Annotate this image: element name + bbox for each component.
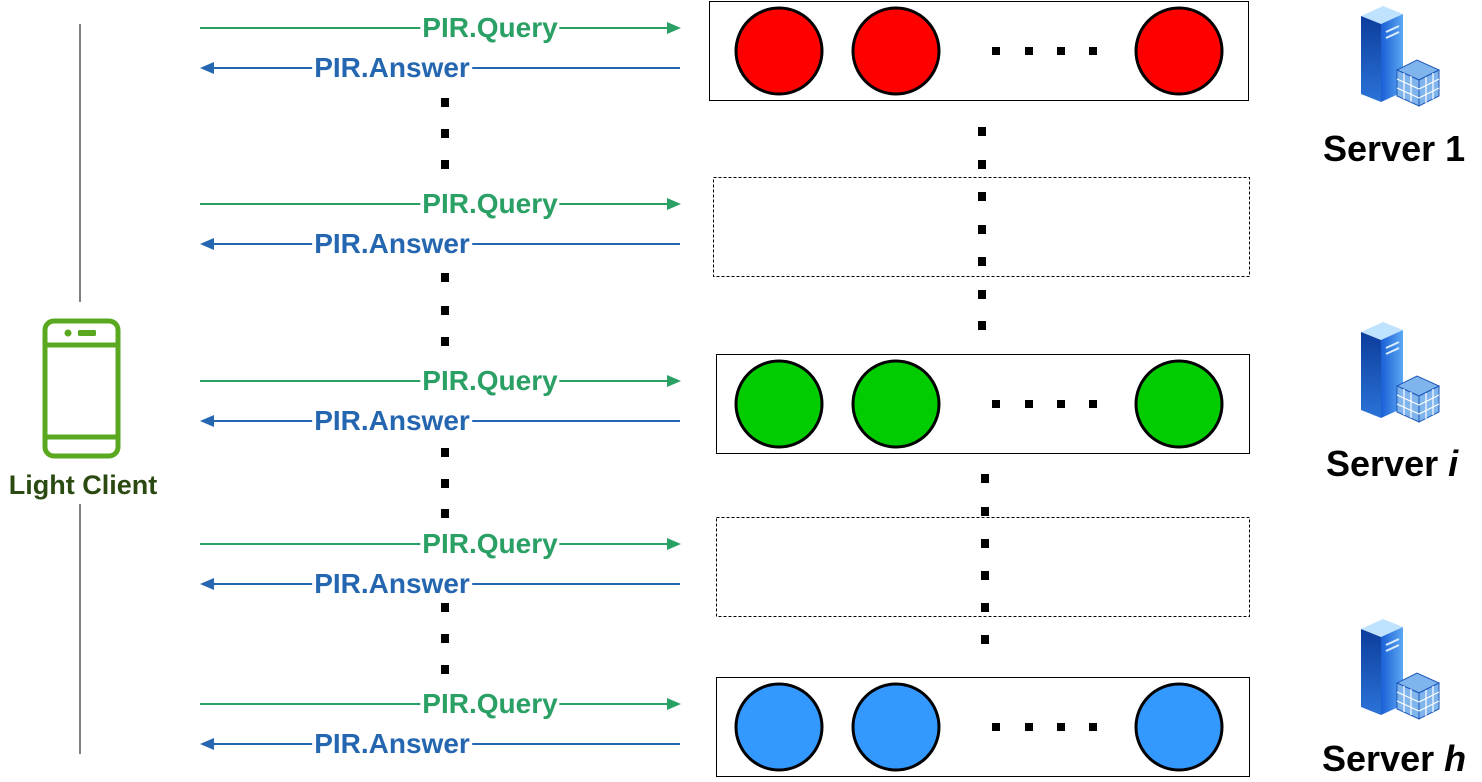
answer-arrowhead xyxy=(200,415,214,427)
vertical-dot xyxy=(441,665,449,674)
vertical-dot xyxy=(978,257,986,266)
answer-label: PIR.Answer xyxy=(312,228,472,259)
server-icon-h xyxy=(1359,617,1441,721)
vertical-dot xyxy=(441,448,449,457)
answer-label: PIR.Answer xyxy=(312,52,472,83)
vertical-dot xyxy=(441,98,449,107)
record-ball xyxy=(734,359,824,449)
horizontal-dot xyxy=(992,723,1000,731)
horizontal-dot xyxy=(1025,400,1033,408)
vertical-dot xyxy=(978,127,986,136)
server-label-h-prefix: Server xyxy=(1322,738,1435,779)
record-ball xyxy=(734,6,824,96)
horizontal-dot xyxy=(1089,400,1097,408)
record-ball xyxy=(851,682,941,772)
answer-label: PIR.Answer xyxy=(312,405,472,436)
horizontal-dot xyxy=(1057,47,1065,55)
vertical-dot xyxy=(978,290,986,299)
query-arrowhead xyxy=(667,198,681,210)
query-label: PIR.Query xyxy=(420,688,560,719)
client-label: Light Client xyxy=(8,470,158,500)
query-arrowhead xyxy=(667,698,681,710)
placeholder-box-2 xyxy=(716,517,1250,617)
horizontal-dot xyxy=(992,400,1000,408)
answer-arrowhead xyxy=(200,738,214,750)
vertical-dot xyxy=(978,225,986,234)
vertical-dot xyxy=(981,507,989,516)
query-label: PIR.Query xyxy=(420,528,560,559)
record-ball xyxy=(1134,6,1224,96)
horizontal-dot xyxy=(1057,723,1065,731)
query-arrowhead xyxy=(667,538,681,550)
vertical-dot xyxy=(441,479,449,488)
server-label-i-suffix: i xyxy=(1448,443,1459,484)
server-label-h: Server h xyxy=(1322,741,1466,777)
horizontal-dots xyxy=(992,47,1097,731)
server-label-1-suffix: 1 xyxy=(1445,128,1466,169)
vertical-dots-right xyxy=(978,127,989,644)
answer-arrowhead xyxy=(200,578,214,590)
server-label-i-prefix: Server xyxy=(1326,443,1439,484)
vertical-dots-left xyxy=(441,98,449,674)
answer-label: PIR.Answer xyxy=(312,728,472,759)
server-label-1: Server 1 xyxy=(1323,131,1465,167)
horizontal-dot xyxy=(1025,723,1033,731)
vertical-dot xyxy=(441,509,449,518)
query-label: PIR.Query xyxy=(420,188,560,219)
server-icon-i xyxy=(1359,320,1441,424)
horizontal-dot xyxy=(992,47,1000,55)
vertical-dot xyxy=(441,129,449,138)
vertical-dot xyxy=(978,321,986,330)
vertical-dot xyxy=(981,635,989,644)
query-label: PIR.Query xyxy=(420,12,560,43)
server-label-i: Server i xyxy=(1326,446,1458,482)
vertical-dot xyxy=(441,160,449,169)
server-label-h-suffix: h xyxy=(1444,738,1467,779)
vertical-dot xyxy=(441,337,449,346)
server-icon-1 xyxy=(1359,4,1441,108)
horizontal-dot xyxy=(1089,47,1097,55)
query-arrowhead xyxy=(667,375,681,387)
record-ball xyxy=(851,359,941,449)
server-label-1-prefix: Server xyxy=(1323,128,1436,169)
record-balls xyxy=(734,6,1224,772)
smartphone-icon xyxy=(42,318,121,459)
vertical-dot xyxy=(441,273,449,282)
record-ball xyxy=(851,6,941,96)
vertical-dot xyxy=(441,306,449,315)
horizontal-dot xyxy=(1025,47,1033,55)
vertical-dot xyxy=(441,634,449,643)
horizontal-dot xyxy=(1089,723,1097,731)
record-ball xyxy=(1134,359,1224,449)
vertical-dot xyxy=(981,571,989,580)
answer-label: PIR.Answer xyxy=(312,568,472,599)
answer-arrowhead xyxy=(200,238,214,250)
answer-arrowhead xyxy=(200,62,214,74)
placeholder-box-1 xyxy=(713,177,1250,277)
vertical-dot xyxy=(978,192,986,201)
vertical-dot xyxy=(981,603,989,612)
vertical-dot xyxy=(981,539,989,548)
record-ball xyxy=(1134,682,1224,772)
vertical-dot xyxy=(981,474,989,483)
horizontal-dot xyxy=(1057,400,1065,408)
vertical-dot xyxy=(441,603,449,612)
query-arrowhead xyxy=(667,22,681,34)
vertical-dot xyxy=(978,160,986,169)
query-label: PIR.Query xyxy=(420,365,560,396)
record-ball xyxy=(734,682,824,772)
